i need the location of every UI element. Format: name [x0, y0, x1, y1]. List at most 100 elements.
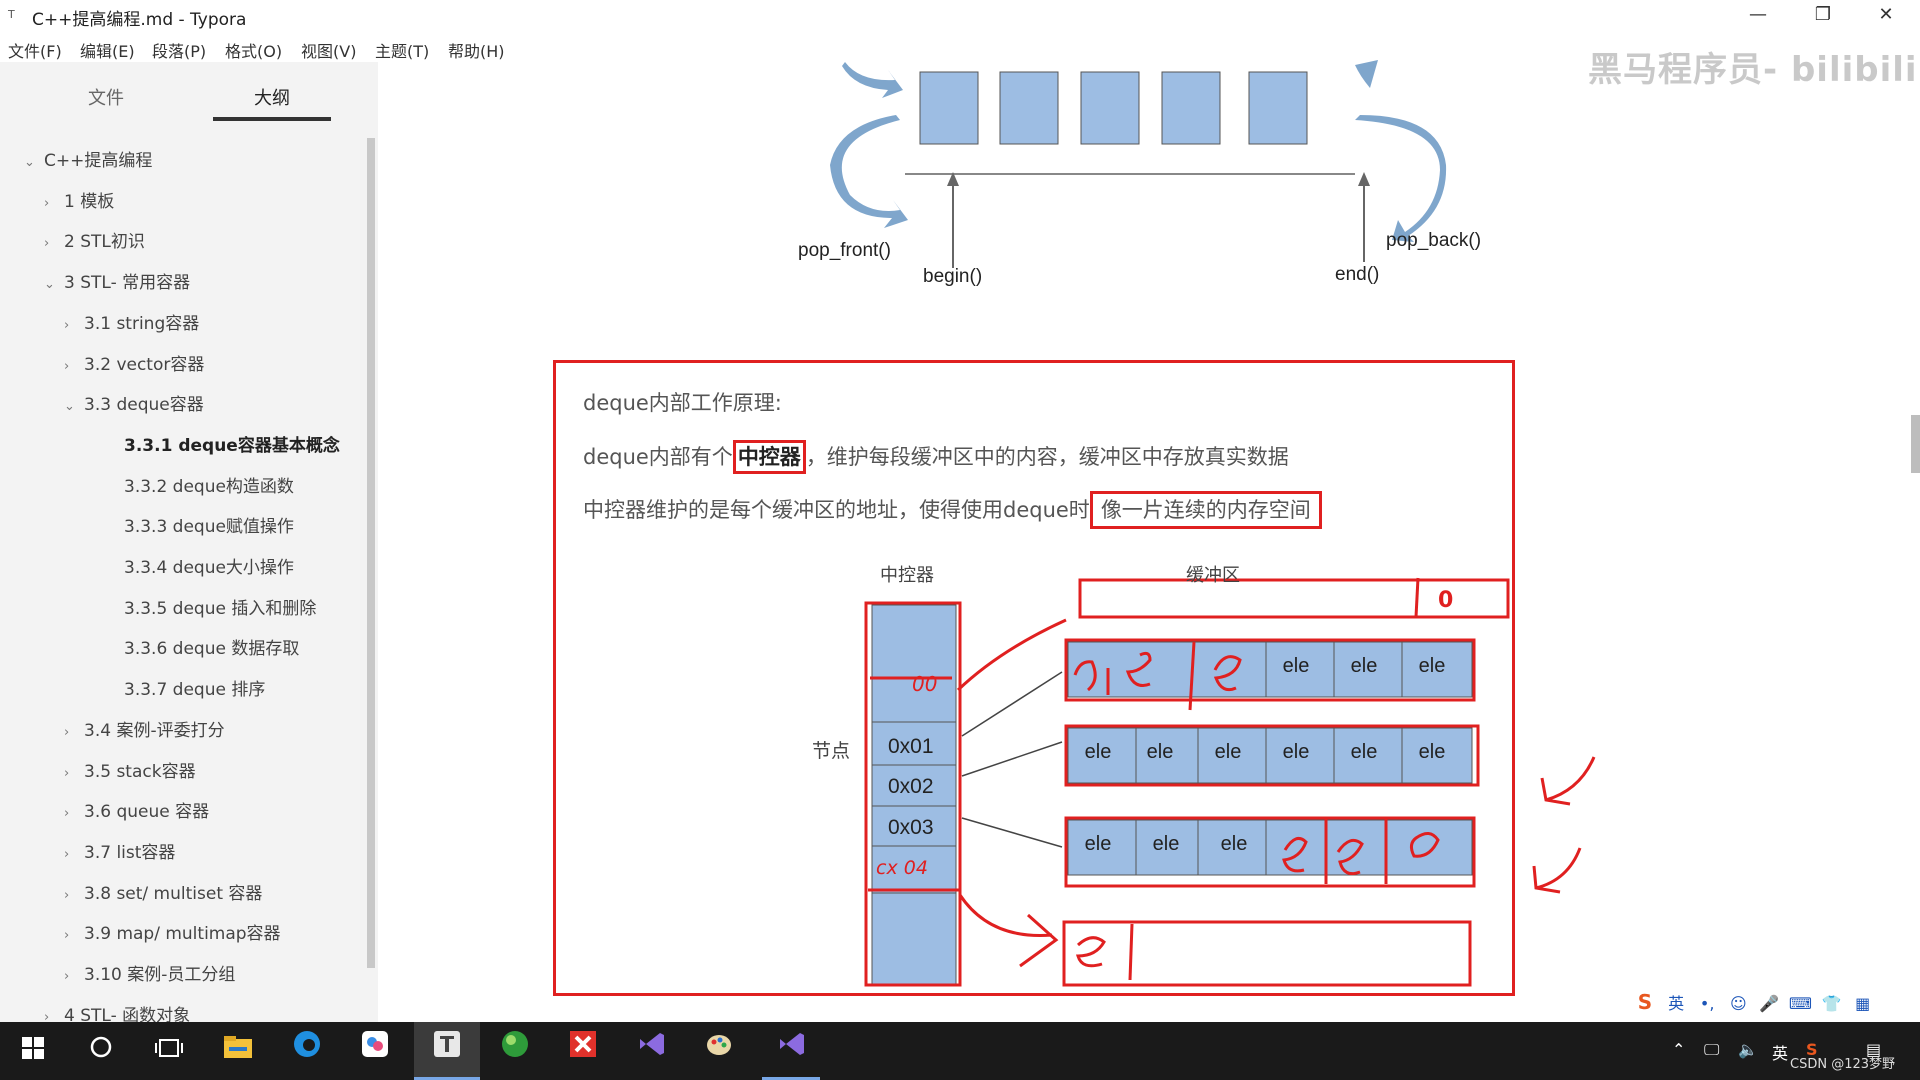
- tab-outline[interactable]: 大纲: [254, 88, 290, 109]
- outline-item[interactable]: ›3.6 queue 容器: [64, 797, 209, 822]
- content-line-1: deque内部有个中控器，维护每段缓冲区中的内容，缓冲区中存放真实数据: [583, 440, 1289, 474]
- file-explorer-icon[interactable]: [215, 1028, 261, 1074]
- outline-item[interactable]: ›4 STL- 函数对象: [44, 1001, 190, 1026]
- watermark: 黑马程序员- bilibili: [1588, 50, 1918, 90]
- running-app-indicator: [762, 1022, 820, 1080]
- paint-icon[interactable]: [696, 1028, 742, 1074]
- close-button[interactable]: ✕: [1878, 4, 1894, 25]
- sidebar-scrollbar[interactable]: [367, 138, 375, 968]
- handwritten-address-00: 00: [912, 672, 938, 696]
- chevron-right-icon[interactable]: ›: [64, 969, 70, 984]
- outline-item[interactable]: ⌄C++提高编程: [24, 146, 152, 171]
- outline-item-label: 3.3.3 deque赋值操作: [124, 517, 294, 538]
- buffer-element: ele: [1282, 741, 1310, 763]
- outline-item[interactable]: ›3.8 set/ multiset 容器: [64, 879, 262, 904]
- outline-item[interactable]: ⌄3.3 deque容器: [64, 390, 204, 415]
- visual-studio-icon[interactable]: [628, 1028, 674, 1074]
- ime-menu-icon[interactable]: ▦: [1855, 994, 1871, 1013]
- ime-lang-toggle[interactable]: 英: [1668, 994, 1685, 1013]
- ime-voice-icon[interactable]: 🎤: [1759, 994, 1780, 1013]
- start-icon[interactable]: [10, 1028, 56, 1074]
- menu-theme[interactable]: 主题(T): [375, 42, 430, 61]
- outline-item-label: 3.3.4 deque大小操作: [124, 558, 294, 578]
- ime-keyboard-icon[interactable]: ⌨: [1788, 994, 1813, 1013]
- outline-item[interactable]: › 3.2 vector容器: [64, 350, 204, 375]
- chevron-right-icon[interactable]: ›: [64, 887, 70, 903]
- chevron-right-icon[interactable]: ›: [64, 806, 70, 822]
- handwritten-zero: 0: [1438, 588, 1454, 613]
- volume-icon[interactable]: 🔈: [1738, 1040, 1758, 1059]
- chevron-down-icon[interactable]: ⌄: [64, 399, 75, 415]
- buffer-element: ele: [1146, 741, 1174, 763]
- notification-icon[interactable]: ▤: [1866, 1040, 1882, 1059]
- chevron-right-icon[interactable]: ›: [64, 928, 70, 944]
- menu-view[interactable]: 视图(V): [301, 42, 357, 61]
- outline-item[interactable]: ›3.4 案例-评委打分: [64, 716, 225, 741]
- editor-scrollbar[interactable]: [1911, 415, 1920, 473]
- menu-format[interactable]: 格式(O): [225, 42, 283, 61]
- outline-item[interactable]: ›3.7 list容器: [64, 838, 175, 863]
- buffer-element: ele: [1152, 833, 1180, 855]
- outline-item[interactable]: 3.3.2 deque构造函数: [104, 472, 294, 497]
- tray-ime-indicator[interactable]: 英: [1772, 1044, 1789, 1063]
- outline-item[interactable]: › 2 STL初识: [44, 227, 145, 252]
- network-icon[interactable]: 🖵: [1704, 1040, 1720, 1059]
- outline-item[interactable]: 3.3.1 deque容器基本概念: [104, 431, 340, 456]
- outline-item[interactable]: 3.3.4 deque大小操作: [104, 553, 294, 578]
- outline-item[interactable]: ⌄3 STL- 常用容器: [44, 268, 190, 293]
- outline-item[interactable]: 3.3.6 deque 数据存取: [104, 634, 299, 659]
- outline-item[interactable]: ›1 模板: [44, 187, 114, 212]
- chevron-right-icon[interactable]: ›: [44, 236, 50, 252]
- content-heading: deque内部工作原理:: [583, 391, 782, 415]
- outline-item-label: 2 STL初识: [64, 232, 145, 253]
- edge-icon[interactable]: [284, 1028, 330, 1074]
- chevron-right-icon[interactable]: ›: [64, 765, 70, 781]
- chevron-right-icon[interactable]: ›: [44, 195, 50, 211]
- taskbar: [0, 1022, 1920, 1080]
- chevron-right-icon[interactable]: ›: [64, 846, 70, 862]
- photos-icon[interactable]: [352, 1028, 398, 1074]
- outline-item-label: 3.2 vector容器: [84, 354, 205, 375]
- sogou-icon[interactable]: S: [1637, 990, 1653, 1014]
- buffer-element: ele: [1350, 741, 1378, 763]
- typora-taskbar-icon[interactable]: [424, 1028, 470, 1074]
- ime-emoji-icon[interactable]: ☺: [1729, 994, 1747, 1013]
- buffer-element: ele: [1084, 833, 1112, 855]
- task-view-icon[interactable]: [146, 1028, 192, 1074]
- outline-item[interactable]: ›3.5 stack容器: [64, 757, 196, 782]
- chevron-down-icon[interactable]: ⌄: [44, 277, 55, 293]
- tab-files[interactable]: 文件: [88, 88, 124, 109]
- outline-item[interactable]: › 3.9 map/ multimap容器: [64, 919, 281, 944]
- menu-help[interactable]: 帮助(H): [448, 42, 505, 61]
- xmind-icon[interactable]: [560, 1028, 606, 1074]
- pop-back-label: pop_back(): [1386, 230, 1482, 251]
- tray-chevron-icon[interactable]: ⌃: [1672, 1040, 1686, 1059]
- typora-app-icon: T: [8, 8, 15, 21]
- chevron-right-icon[interactable]: ›: [64, 358, 70, 374]
- outline-item[interactable]: 3.3.3 deque赋值操作: [104, 512, 294, 537]
- menu-paragraph[interactable]: 段落(P): [152, 42, 207, 61]
- green-app-icon[interactable]: [492, 1028, 538, 1074]
- outline-item-label: 3.9 map/ multimap容器: [84, 924, 281, 945]
- chevron-right-icon[interactable]: ›: [64, 724, 70, 740]
- chevron-right-icon[interactable]: ›: [44, 1009, 50, 1025]
- line2-part-a: 中控器维护的是每个缓冲区的地址，使得使用deque时: [583, 498, 1090, 522]
- chevron-right-icon[interactable]: ›: [64, 317, 70, 333]
- outline-item[interactable]: 3.3.5 deque 插入和删除: [104, 594, 316, 619]
- outline-item[interactable]: ›3.1 string容器: [64, 309, 199, 334]
- restore-button[interactable]: ❐: [1814, 4, 1832, 25]
- visual-studio-2-icon[interactable]: [768, 1028, 814, 1074]
- ime-skin-icon[interactable]: 👕: [1821, 994, 1842, 1013]
- sogou-tray-icon[interactable]: S: [1806, 1040, 1818, 1059]
- address-0x01: 0x01: [888, 735, 934, 758]
- search-icon[interactable]: [78, 1028, 124, 1074]
- menu-file[interactable]: 文件(F): [8, 42, 62, 61]
- begin-label: begin(): [923, 266, 983, 287]
- menu-edit[interactable]: 编辑(E): [80, 42, 135, 61]
- chevron-down-icon[interactable]: ⌄: [24, 155, 35, 170]
- minimize-button[interactable]: —: [1749, 4, 1767, 25]
- csdn-watermark: CSDN @123梦野: [1790, 1057, 1896, 1072]
- ime-punct-icon[interactable]: •,: [1699, 994, 1715, 1013]
- outline-item[interactable]: 3.3.7 deque 排序: [104, 675, 265, 700]
- outline-item[interactable]: ›3.10 案例-员工分组: [64, 960, 235, 985]
